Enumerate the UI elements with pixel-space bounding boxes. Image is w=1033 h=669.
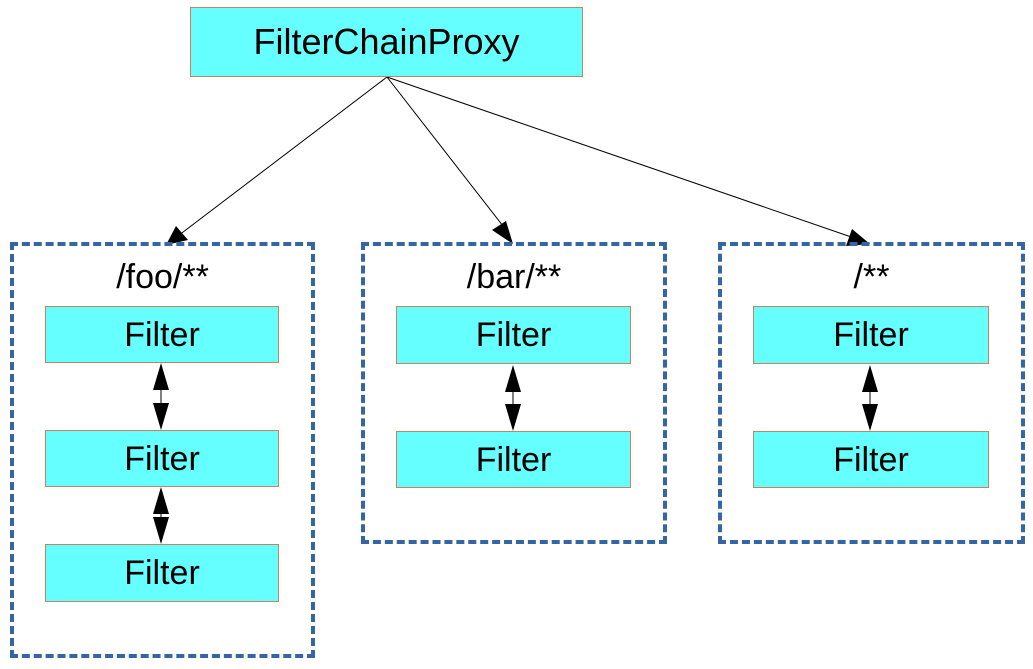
filter-label: Filter: [833, 316, 909, 354]
filter-label: Filter: [124, 439, 200, 478]
filter-node-any-2: Filter: [753, 431, 989, 488]
chain-pattern-foo: /foo/**: [116, 258, 209, 296]
double-arrow-any-1-2: [862, 365, 878, 431]
filter-chain-bar: /bar/**: [361, 242, 667, 544]
filter-node-foo-3: Filter: [45, 544, 279, 602]
chain-pattern-bar: /bar/**: [466, 258, 562, 296]
filter-chain-proxy-node: FilterChainProxy: [190, 7, 583, 77]
filter-label: Filter: [475, 440, 552, 479]
double-arrow-foo-1-2: [153, 363, 169, 430]
edge-proxy-to-foo: [169, 76, 388, 243]
filter-node-foo-2: Filter: [45, 430, 279, 487]
double-arrow-bar-1-2: [505, 365, 521, 431]
filter-label: Filter: [833, 440, 909, 479]
arrowhead-bar: [492, 221, 513, 244]
filter-label: Filter: [124, 554, 200, 592]
filter-chain-proxy-label: FilterChainProxy: [253, 21, 520, 62]
filter-node-bar-1: Filter: [396, 306, 631, 364]
filter-node-foo-1: Filter: [45, 306, 279, 363]
filter-label: Filter: [124, 315, 200, 354]
double-arrow-foo-2-3: [153, 487, 169, 544]
edge-proxy-to-bar: [386, 76, 511, 236]
chain-pattern-any: /**: [853, 258, 890, 296]
filter-chain-any: /**: [718, 242, 1025, 544]
filter-node-any-1: Filter: [753, 306, 989, 364]
arrowhead-foo: [166, 226, 188, 245]
edge-proxy-to-any: [386, 76, 861, 241]
arrowhead-any: [846, 229, 870, 246]
filter-label: Filter: [475, 316, 552, 354]
filter-chain-foo: /foo/**: [10, 242, 315, 658]
filter-node-bar-2: Filter: [396, 431, 631, 488]
